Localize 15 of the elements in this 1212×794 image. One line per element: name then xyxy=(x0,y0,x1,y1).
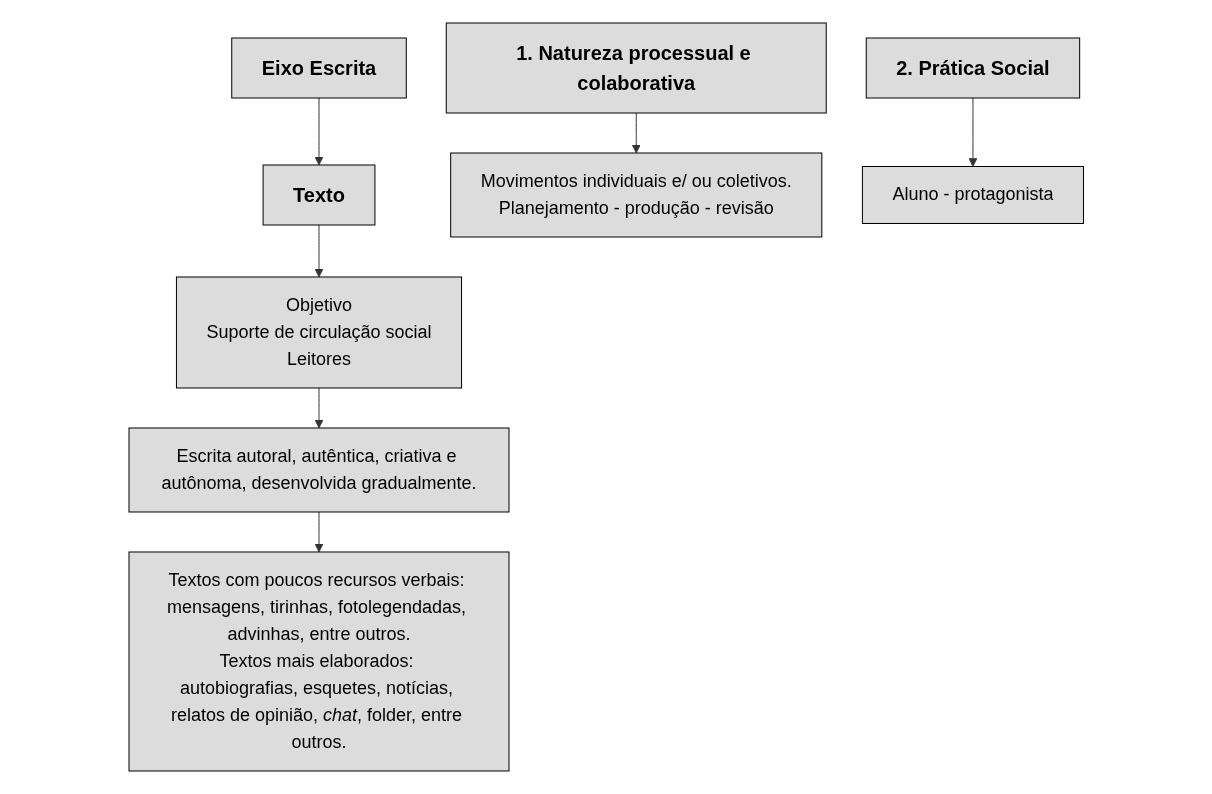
node-box: Eixo Escrita xyxy=(231,37,407,99)
node-box: Escrita autoral, autêntica, criativa e autônoma, desenvolvida gradualmente. xyxy=(128,427,510,513)
node-box: Texto xyxy=(262,164,376,226)
node-box: Movimentos individuais e/ ou coletivos. Planejamento - produção - revisão xyxy=(449,152,823,238)
node-box: Textos com poucos recursos verbais: mensagens, tirinhas, fotolegendadas, advinhas, entre outros. Textos mais elaborados: autobiografias, esquetes, notícias, relatos de opinião, chat, folder, entre outros. xyxy=(128,551,510,772)
arrow xyxy=(314,511,324,553)
node-box: 2. Prática Social xyxy=(865,37,1080,99)
arrow xyxy=(314,387,324,429)
arrow xyxy=(968,97,978,167)
node-box: 1. Natureza processual e colaborativa xyxy=(445,22,827,114)
arrow xyxy=(314,224,324,278)
node-box: Aluno - protagonista xyxy=(861,166,1084,224)
arrow xyxy=(631,112,641,154)
node-box: Objetivo Suporte de circulação social Leitores xyxy=(175,276,462,389)
arrow xyxy=(314,97,324,166)
